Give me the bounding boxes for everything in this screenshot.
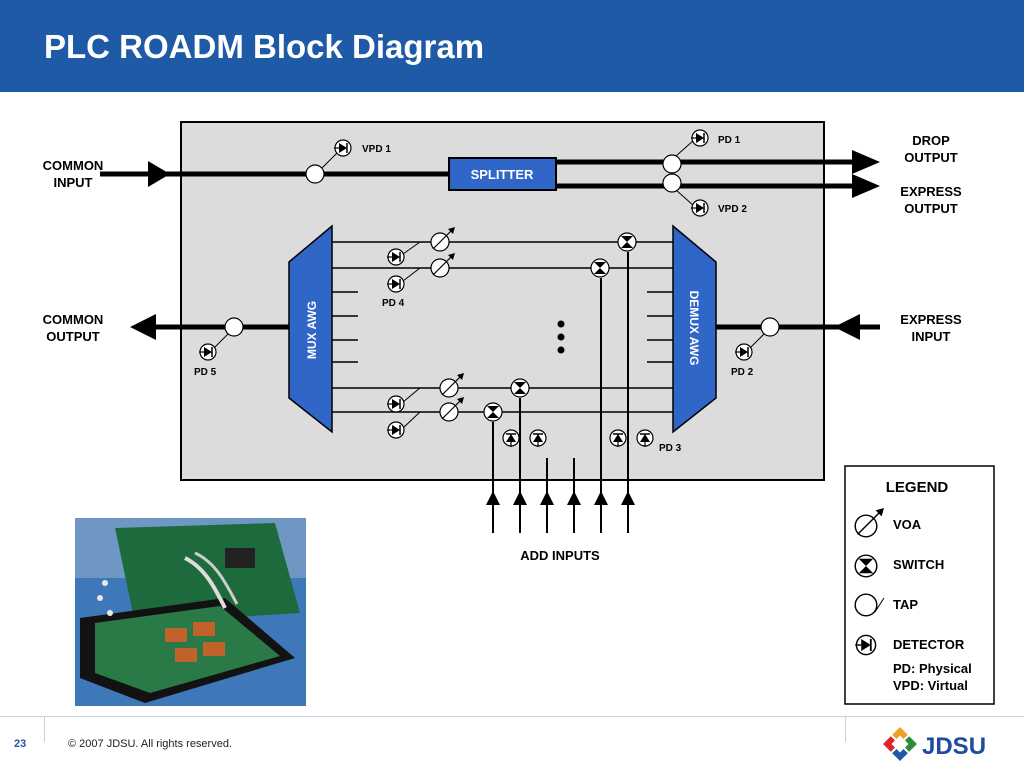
legend-note-vpd: VPD: Virtual	[893, 678, 968, 693]
add-input-arrow	[594, 491, 608, 505]
jdsu-logo: JDSU	[883, 727, 986, 761]
add-input-arrow	[486, 491, 500, 505]
switch-icon	[590, 258, 610, 278]
legend-tap-icon	[854, 593, 878, 617]
legend-item-tap: TAP	[893, 597, 918, 612]
footer-separator	[44, 716, 45, 742]
express-input-label-2: INPUT	[912, 329, 951, 344]
vpd2-label: VPD 2	[718, 204, 747, 215]
detector-icon	[734, 343, 753, 361]
detector-icon	[529, 429, 547, 448]
legend-item-switch: SWITCH	[893, 557, 944, 572]
pd3-label: PD 3	[659, 443, 682, 454]
common-output-label-2: OUTPUT	[46, 329, 100, 344]
copyright-text: © 2007 JDSU. All rights reserved.	[68, 738, 233, 750]
legend-note-pd: PD: Physical	[893, 661, 972, 676]
switch-icon	[483, 402, 503, 422]
detector-icon	[386, 395, 405, 413]
legend-title: LEGEND	[886, 479, 949, 496]
ellipsis-dots	[557, 320, 565, 354]
pd2-label: PD 2	[731, 367, 754, 378]
detector-icon	[333, 139, 352, 157]
splitter-label: SPLITTER	[471, 167, 534, 182]
express-input-label-1: EXPRESS	[900, 312, 962, 327]
express-output-label-2: OUTPUT	[904, 201, 958, 216]
slide-title: PLC ROADM Block Diagram	[44, 28, 485, 65]
splitter-block	[448, 157, 557, 191]
add-input-arrow	[540, 491, 554, 505]
tap-icon	[662, 154, 682, 174]
add-input-lines	[492, 252, 629, 533]
detector-icon	[502, 429, 520, 448]
legend-box	[844, 465, 995, 705]
svg-text:JDSU: JDSU	[922, 733, 986, 760]
pd4-label: PD 4	[382, 298, 405, 309]
drop-output-label-2: OUTPUT	[904, 150, 958, 165]
mux-awg-label: MUX AWG	[305, 301, 319, 359]
detector-icon	[690, 129, 709, 147]
pd5-label: PD 5	[194, 367, 217, 378]
detector-icon	[636, 429, 654, 448]
detector-icon	[609, 429, 627, 448]
vpd1-label: VPD 1	[362, 144, 391, 155]
tap-icon	[305, 164, 325, 184]
legend-item-voa: VOA	[893, 517, 922, 532]
legend-detector-icon	[854, 634, 877, 656]
detector-icon	[386, 248, 405, 266]
drop-output-label-1: DROP	[912, 133, 950, 148]
title-bar: PLC ROADM Block Diagram	[0, 0, 1024, 92]
switch-icon	[617, 232, 637, 252]
footer-separator	[845, 716, 846, 742]
tap-icon	[224, 317, 244, 337]
common-output-path	[130, 314, 289, 340]
common-input-label-1: COMMON	[43, 158, 104, 173]
detector-icon	[690, 199, 709, 217]
tap-icon	[760, 317, 780, 337]
add-input-arrow	[567, 491, 581, 505]
common-input-path	[100, 150, 880, 198]
legend-switch-icon	[854, 554, 878, 578]
detector-icon	[198, 343, 217, 361]
switch-icon	[510, 378, 530, 398]
tap-icon	[662, 173, 682, 193]
pd1-label: PD 1	[718, 135, 741, 146]
express-output-label-1: EXPRESS	[900, 184, 962, 199]
add-input-arrow	[621, 491, 635, 505]
demux-awg-block	[672, 224, 717, 434]
module-photo	[75, 518, 306, 706]
mux-awg-block	[288, 224, 333, 434]
demux-awg-label: DEMUX AWG	[687, 291, 701, 366]
common-output-label-1: COMMON	[43, 312, 104, 327]
add-input-arrow	[513, 491, 527, 505]
detector-icon	[386, 275, 405, 293]
footer-divider	[0, 716, 1024, 717]
add-inputs-label: ADD INPUTS	[520, 548, 600, 563]
page-number: 23	[14, 738, 27, 750]
detector-icon	[386, 421, 405, 439]
express-input-path	[716, 314, 880, 340]
common-input-label-2: INPUT	[54, 175, 93, 190]
legend-item-detector: DETECTOR	[893, 637, 965, 652]
